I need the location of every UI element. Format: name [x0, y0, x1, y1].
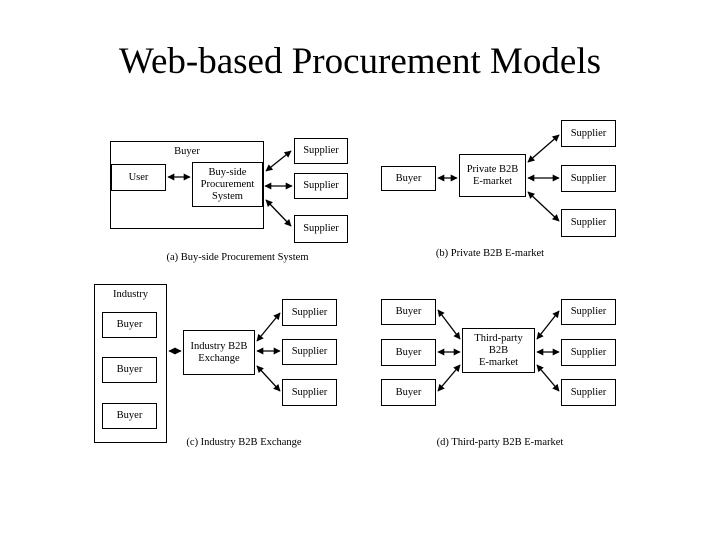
supplier-box-a1: Supplier [294, 138, 348, 164]
buyer-box-d2: Buyer [381, 339, 436, 366]
private-b2b-emarket-box: Private B2B E-market [459, 154, 526, 197]
caption-a: (a) Buy-side Procurement System [166, 252, 309, 263]
arrow-system-supplier1 [265, 150, 292, 172]
supplier-box-a2: Supplier [294, 173, 348, 199]
arrow-system-supplier3 [265, 199, 292, 227]
buyer-box-b: Buyer [381, 166, 436, 191]
arrow-emarket-supplier1-b [527, 134, 560, 163]
supplier-box-d3: Supplier [561, 379, 616, 406]
arrow-exchange-supplier1 [256, 312, 281, 342]
arrow-buyer1-emarket-d [437, 309, 461, 340]
arrow-emarket-supplier3-d [536, 364, 560, 392]
buyer-box-c3: Buyer [102, 403, 157, 429]
supplier-box-b1: Supplier [561, 120, 616, 147]
supplier-box-c1: Supplier [282, 299, 337, 326]
buyside-procurement-system-box: Buy-side Procurement System [192, 162, 263, 207]
arrow-buyer3-emarket-d [437, 364, 461, 392]
supplier-box-d2: Supplier [561, 339, 616, 366]
buyer-box-c1: Buyer [102, 312, 157, 338]
supplier-box-c3: Supplier [282, 379, 337, 406]
buyer-box-d1: Buyer [381, 299, 436, 325]
supplier-box-b2: Supplier [561, 165, 616, 192]
industry-group-label: Industry [113, 289, 148, 300]
supplier-box-b3: Supplier [561, 209, 616, 237]
industry-b2b-exchange-box: Industry B2B Exchange [183, 330, 255, 375]
arrow-emarket-supplier3-b [527, 191, 560, 222]
buyer-group-label-a: Buyer [174, 146, 200, 157]
supplier-box-c2: Supplier [282, 339, 337, 365]
buyer-box-c2: Buyer [102, 357, 157, 383]
arrow-emarket-supplier1-d [536, 310, 560, 340]
third-party-b2b-emarket-box: Third-party B2B E-market [462, 328, 535, 373]
caption-d: (d) Third-party B2B E-market [436, 437, 564, 448]
slide-title: Web-based Procurement Models [119, 41, 601, 82]
caption-c: (c) Industry B2B Exchange [186, 437, 302, 448]
buyer-box-d3: Buyer [381, 379, 436, 406]
user-box: User [111, 164, 166, 191]
caption-b: (b) Private B2B E-market [435, 248, 545, 259]
supplier-box-a3: Supplier [294, 215, 348, 243]
arrow-exchange-supplier3 [256, 365, 281, 392]
supplier-box-d1: Supplier [561, 299, 616, 325]
